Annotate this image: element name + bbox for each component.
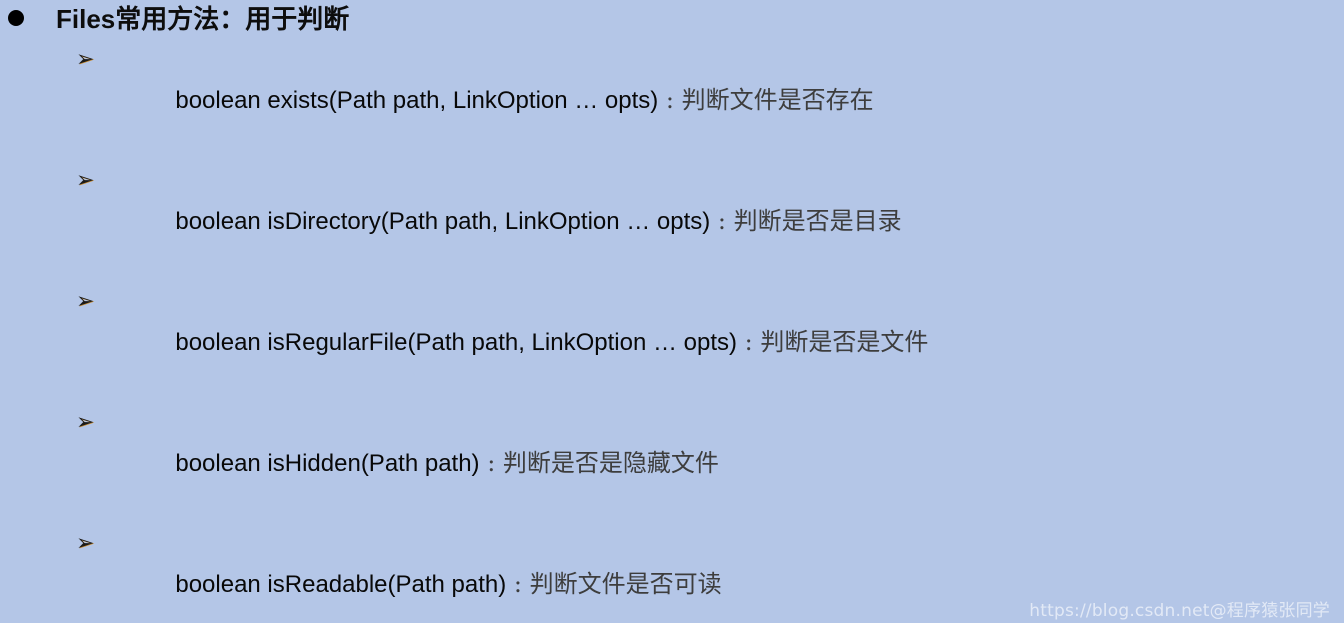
list-item: ➢ boolean exists(Path path, LinkOption … …	[0, 40, 1344, 161]
method-signature: boolean isReadable(Path path)	[175, 571, 507, 598]
method-signature: boolean isDirectory(Path path, LinkOptio…	[175, 208, 711, 235]
method-description: 判断文件是否可读	[529, 570, 722, 598]
method-signature: boolean isRegularFile(Path path, LinkOpt…	[175, 329, 737, 356]
section-title-latin: Files	[56, 4, 116, 34]
method-description: 判断文件是否存在	[681, 86, 874, 114]
method-separator: :	[710, 207, 734, 235]
method-description: 判断是否是目录	[733, 207, 902, 235]
section-title-cjk: 常用方法：用于判断	[115, 5, 350, 35]
method-signature: boolean isHidden(Path path)	[175, 450, 480, 477]
list-item: ➢ boolean isReadable(Path path) : 判断文件是否可…	[0, 524, 1344, 623]
method-description: 判断是否是文件	[760, 328, 929, 356]
arrow-bullet-icon: ➢	[76, 47, 95, 72]
arrow-bullet-icon: ➢	[76, 168, 95, 193]
method-list-judgement: ➢ boolean exists(Path path, LinkOption … …	[0, 40, 1344, 623]
method-separator: :	[737, 328, 761, 356]
list-item: ➢ boolean isDirectory(Path path, LinkOpti…	[0, 161, 1344, 282]
list-item: ➢ boolean isHidden(Path path) : 判断是否是隐藏文件	[0, 403, 1344, 524]
method-separator: :	[479, 449, 503, 477]
disc-bullet-icon	[8, 10, 24, 26]
method-separator: :	[506, 570, 530, 598]
page-title: Files常用方法：用于判断	[56, 0, 349, 39]
arrow-bullet-icon: ➢	[76, 410, 95, 435]
list-item: ➢ boolean isRegularFile(Path path, LinkOp…	[0, 282, 1344, 403]
method-separator: :	[658, 86, 682, 114]
section-heading: Files常用方法：用于判断	[0, 0, 1344, 40]
method-description: 判断是否是隐藏文件	[502, 449, 719, 477]
method-signature: boolean exists(Path path, LinkOption … o…	[175, 87, 659, 114]
arrow-bullet-icon: ➢	[76, 289, 95, 314]
arrow-bullet-icon: ➢	[76, 531, 95, 556]
